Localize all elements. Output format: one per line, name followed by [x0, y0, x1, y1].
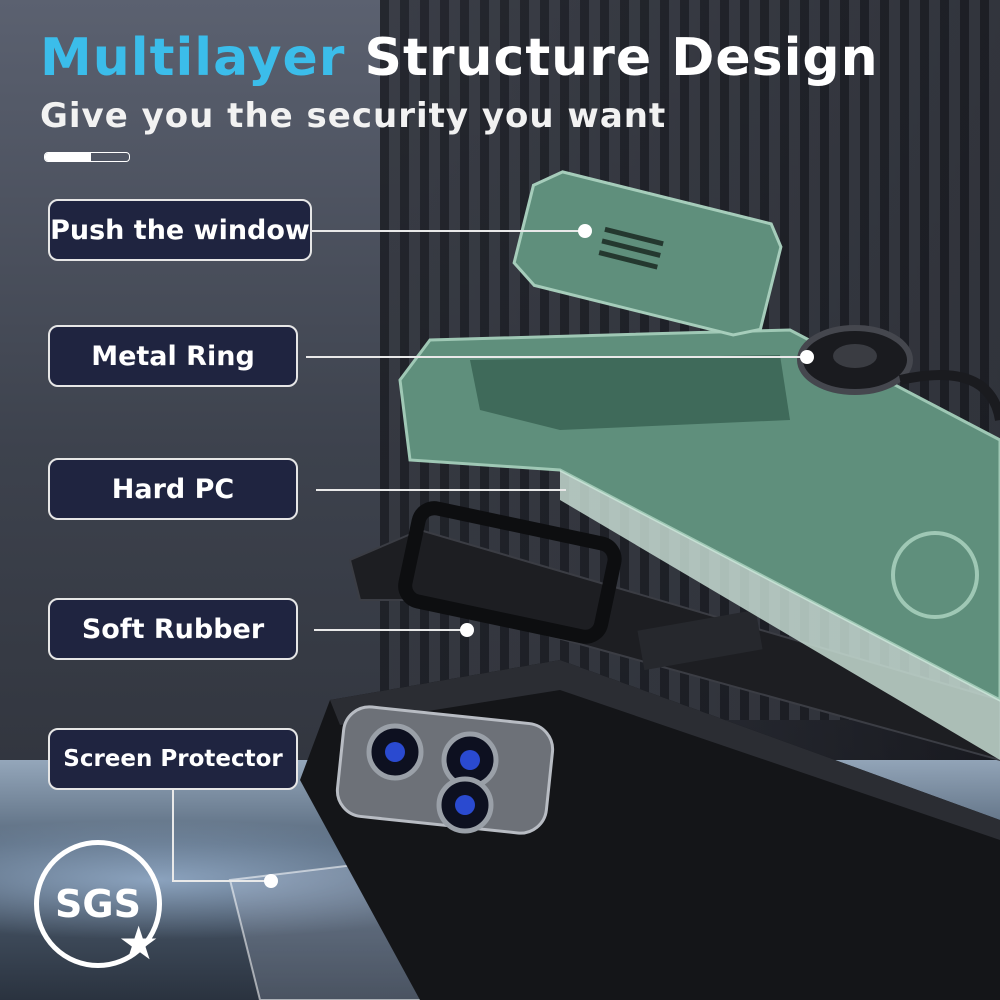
- hard-pc-edge-highlight: [560, 470, 1000, 760]
- leader-line-push-window: [312, 230, 584, 232]
- headline: Multilayer Structure Design: [40, 28, 879, 88]
- rubber-grip: [637, 609, 763, 671]
- leader-dot-soft-rubber: [460, 623, 474, 637]
- leader-line-metal-ring: [306, 356, 806, 358]
- label-push-the-window: Push the window: [48, 199, 312, 261]
- label-text: Screen Protector: [63, 746, 283, 772]
- label-soft-rubber: Soft Rubber: [48, 598, 298, 660]
- label-text: Metal Ring: [91, 340, 255, 372]
- sgs-badge: SGS: [34, 840, 162, 968]
- camera-lens-3-glass: [455, 795, 475, 815]
- label-text: Push the window: [50, 214, 310, 246]
- camera-lens-1-glass: [385, 742, 405, 762]
- headline-rest: Structure Design: [364, 28, 879, 88]
- camera-lens-2-glass: [460, 750, 480, 770]
- hard-pc-camera-window: [470, 355, 790, 430]
- leader-dot-screen-protector: [264, 874, 278, 888]
- label-hard-pc: Hard PC: [48, 458, 298, 520]
- label-screen-protector: Screen Protector: [48, 728, 298, 790]
- progress-fill: [45, 153, 92, 161]
- label-metal-ring: Metal Ring: [48, 325, 298, 387]
- label-text: Hard PC: [111, 473, 235, 505]
- leader-line-hard-pc: [316, 489, 566, 491]
- push-window-grip: [598, 226, 664, 270]
- leader-dot-metal-ring: [800, 350, 814, 364]
- leader-line-screen-protector-horizontal: [172, 880, 268, 882]
- subheadline: Give you the security you want: [40, 96, 667, 136]
- sgs-text: SGS: [55, 882, 141, 926]
- star-icon: ★: [118, 916, 160, 970]
- leader-dot-push-window: [578, 224, 592, 238]
- soft-rubber-camera-cutout: [398, 501, 622, 644]
- label-text: Soft Rubber: [81, 613, 265, 645]
- headline-highlight: Multilayer: [40, 28, 346, 88]
- leader-line-screen-protector-vertical: [172, 790, 174, 882]
- metal-ring-center: [833, 344, 877, 368]
- metal-ring-loop: [898, 370, 1000, 422]
- leader-line-soft-rubber: [314, 629, 466, 631]
- decorative-progress-bar: [44, 152, 130, 162]
- hard-pc-ring-mount: [891, 531, 979, 619]
